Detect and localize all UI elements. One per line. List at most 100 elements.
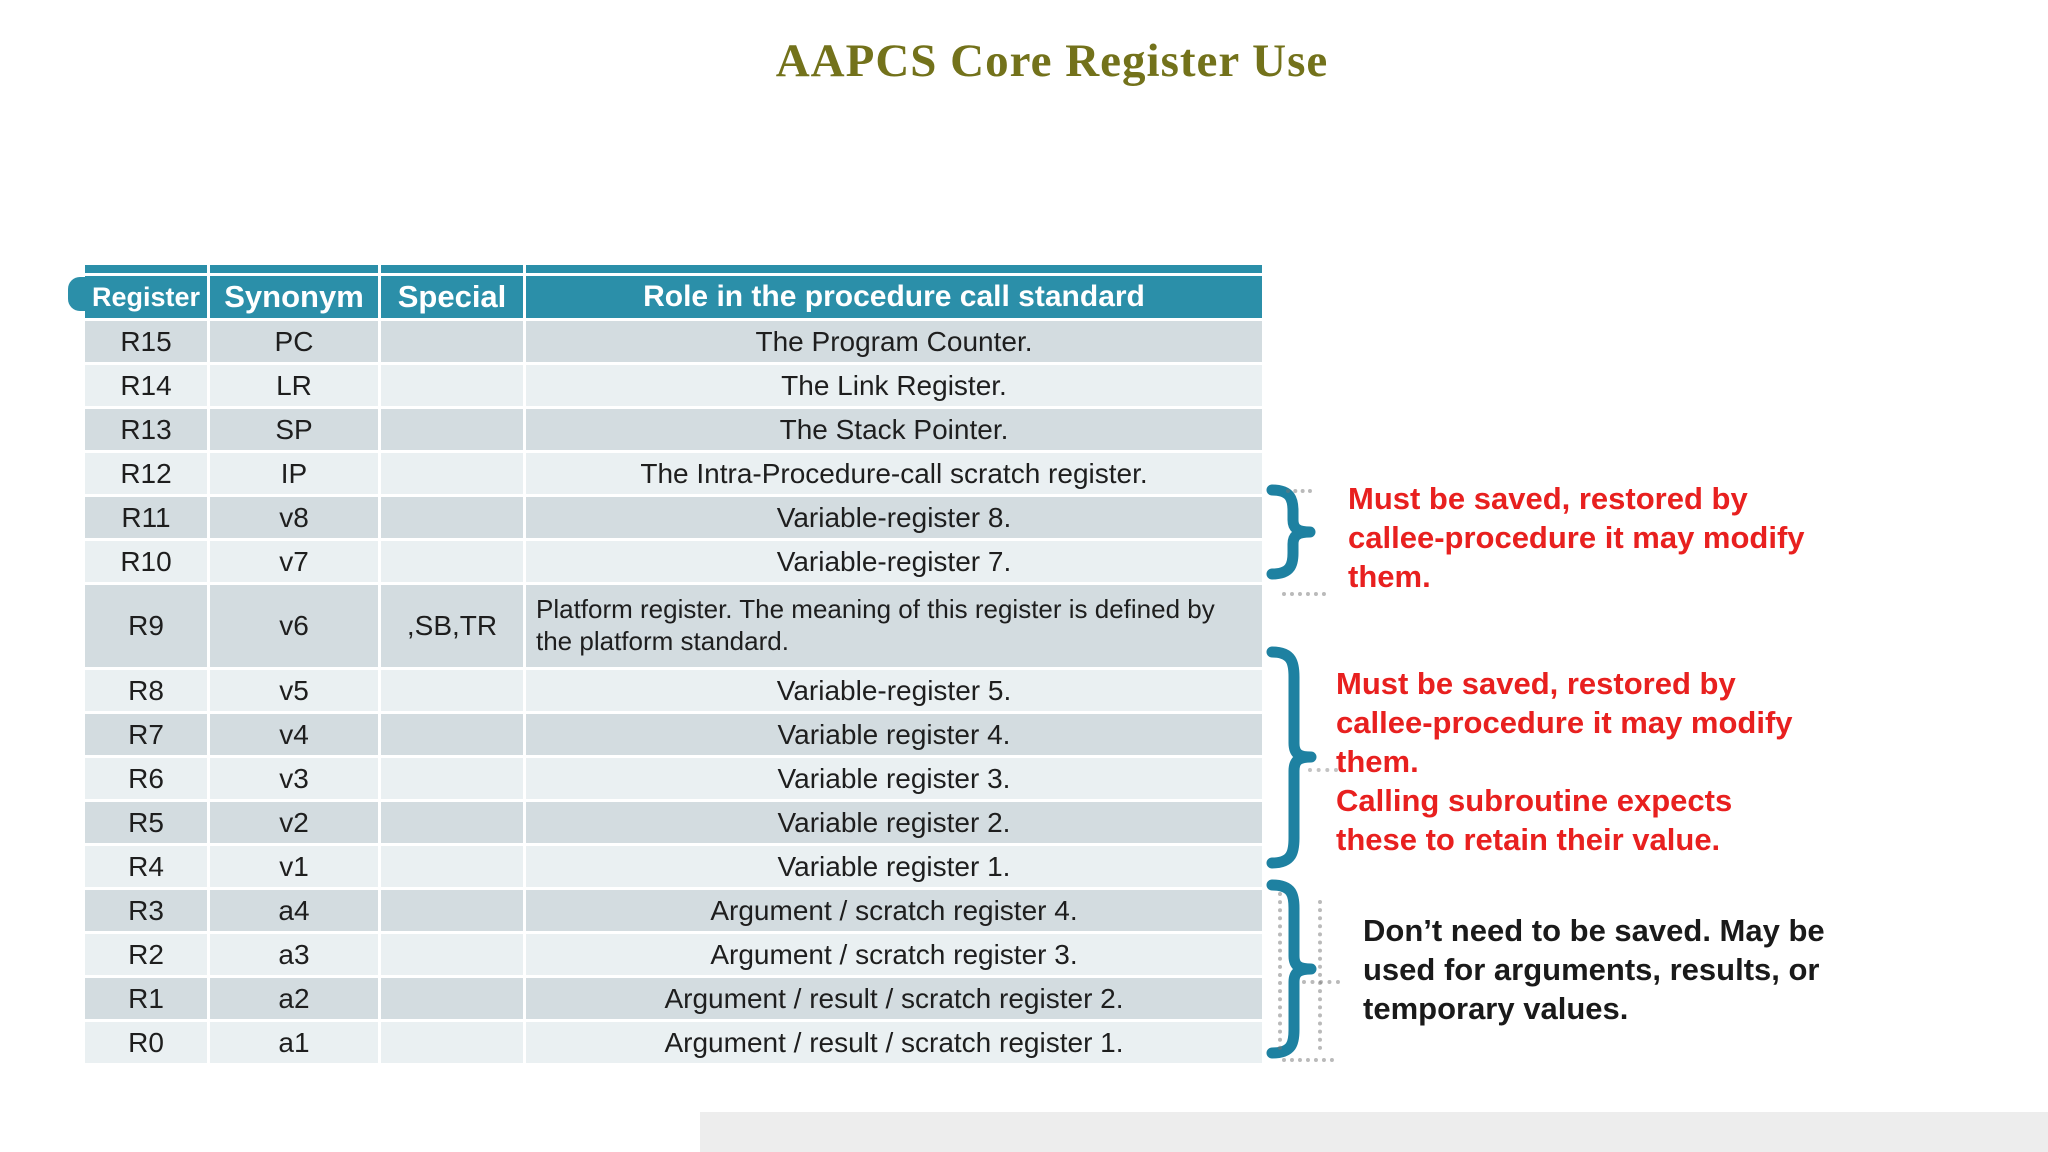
cell-synonym: v2 xyxy=(210,802,378,843)
cell-register: R3 xyxy=(85,890,207,931)
cell-register: R14 xyxy=(85,365,207,406)
cell-synonym: a2 xyxy=(210,978,378,1019)
cell-register: R11 xyxy=(85,497,207,538)
cell-role: Argument / result / scratch register 1. xyxy=(526,1022,1262,1063)
cell-role: The Program Counter. xyxy=(526,321,1262,362)
strip-cell xyxy=(526,265,1262,273)
cell-role: The Stack Pointer. xyxy=(526,409,1262,450)
ink-dots xyxy=(1278,892,1282,1050)
cell-synonym: v8 xyxy=(210,497,378,538)
cell-register: R0 xyxy=(85,1022,207,1063)
brace-icon xyxy=(1266,646,1317,869)
cell-register: R5 xyxy=(85,802,207,843)
cell-register: R7 xyxy=(85,714,207,755)
ink-dots xyxy=(1282,1058,1334,1062)
cell-special xyxy=(381,453,523,494)
cell-role: Variable register 3. xyxy=(526,758,1262,799)
annotation-line: them. xyxy=(1348,559,1431,594)
cell-special xyxy=(381,758,523,799)
cell-synonym: v7 xyxy=(210,541,378,582)
page-title: AAPCS Core Register Use xyxy=(775,35,1329,87)
column-header-role: Role in the procedure call standard xyxy=(526,276,1262,318)
cell-synonym: v1 xyxy=(210,846,378,887)
cell-role: Variable-register 7. xyxy=(526,541,1262,582)
cell-special xyxy=(381,409,523,450)
cell-special xyxy=(381,934,523,975)
brace-icon xyxy=(1266,879,1317,1059)
ink-dots xyxy=(1302,980,1340,984)
cell-role: Argument / result / scratch register 2. xyxy=(526,978,1262,1019)
cell-special xyxy=(381,541,523,582)
footer-band xyxy=(700,1112,2048,1152)
cell-register: R13 xyxy=(85,409,207,450)
cell-special xyxy=(381,1022,523,1063)
cell-register: R12 xyxy=(85,453,207,494)
cell-special xyxy=(381,321,523,362)
ink-dots xyxy=(1308,768,1338,772)
cell-role: The Intra-Procedure-call scratch registe… xyxy=(526,453,1262,494)
cell-register: R4 xyxy=(85,846,207,887)
cell-role: Platform register. The meaning of this r… xyxy=(526,585,1262,667)
header-accent-strip xyxy=(85,265,1262,273)
cell-synonym: LR xyxy=(210,365,378,406)
cell-role: Variable register 1. xyxy=(526,846,1262,887)
ink-dots xyxy=(1318,900,1322,1050)
cell-role: Variable register 2. xyxy=(526,802,1262,843)
cell-register: R2 xyxy=(85,934,207,975)
table-header-row: Register Synonym Special Role in the pro… xyxy=(85,276,1262,318)
cell-special xyxy=(381,802,523,843)
annotation-line: temporary values. xyxy=(1363,991,1629,1026)
cell-synonym: a4 xyxy=(210,890,378,931)
annotation-line: used for arguments, results, or xyxy=(1363,952,1820,987)
strip-cell xyxy=(210,265,378,273)
annotation-line: these to retain their value. xyxy=(1336,822,1721,857)
annotation-line: callee-procedure it may modify xyxy=(1348,520,1805,555)
brace-icon xyxy=(1266,484,1316,580)
cell-special xyxy=(381,890,523,931)
ink-dots xyxy=(1282,592,1326,596)
header-left-tab xyxy=(68,277,85,311)
cell-synonym: v5 xyxy=(210,670,378,711)
cell-register: R15 xyxy=(85,321,207,362)
cell-synonym: v4 xyxy=(210,714,378,755)
cell-synonym: v3 xyxy=(210,758,378,799)
cell-register: R1 xyxy=(85,978,207,1019)
strip-cell xyxy=(85,265,207,273)
cell-special xyxy=(381,365,523,406)
cell-role: The Link Register. xyxy=(526,365,1262,406)
column-header-register: Register xyxy=(85,276,207,318)
cell-register: R8 xyxy=(85,670,207,711)
cell-special xyxy=(381,714,523,755)
cell-synonym: a3 xyxy=(210,934,378,975)
cell-register: R10 xyxy=(85,541,207,582)
cell-synonym: IP xyxy=(210,453,378,494)
register-table: Register Synonym Special Role in the pro… xyxy=(82,262,1265,1066)
cell-register: R9 xyxy=(85,585,207,667)
cell-role: Variable register 4. xyxy=(526,714,1262,755)
annotation-line: callee-procedure it may modify xyxy=(1336,705,1793,740)
cell-special xyxy=(381,846,523,887)
cell-synonym: v6 xyxy=(210,585,378,667)
cell-role: Variable-register 5. xyxy=(526,670,1262,711)
cell-special xyxy=(381,497,523,538)
cell-special xyxy=(381,978,523,1019)
